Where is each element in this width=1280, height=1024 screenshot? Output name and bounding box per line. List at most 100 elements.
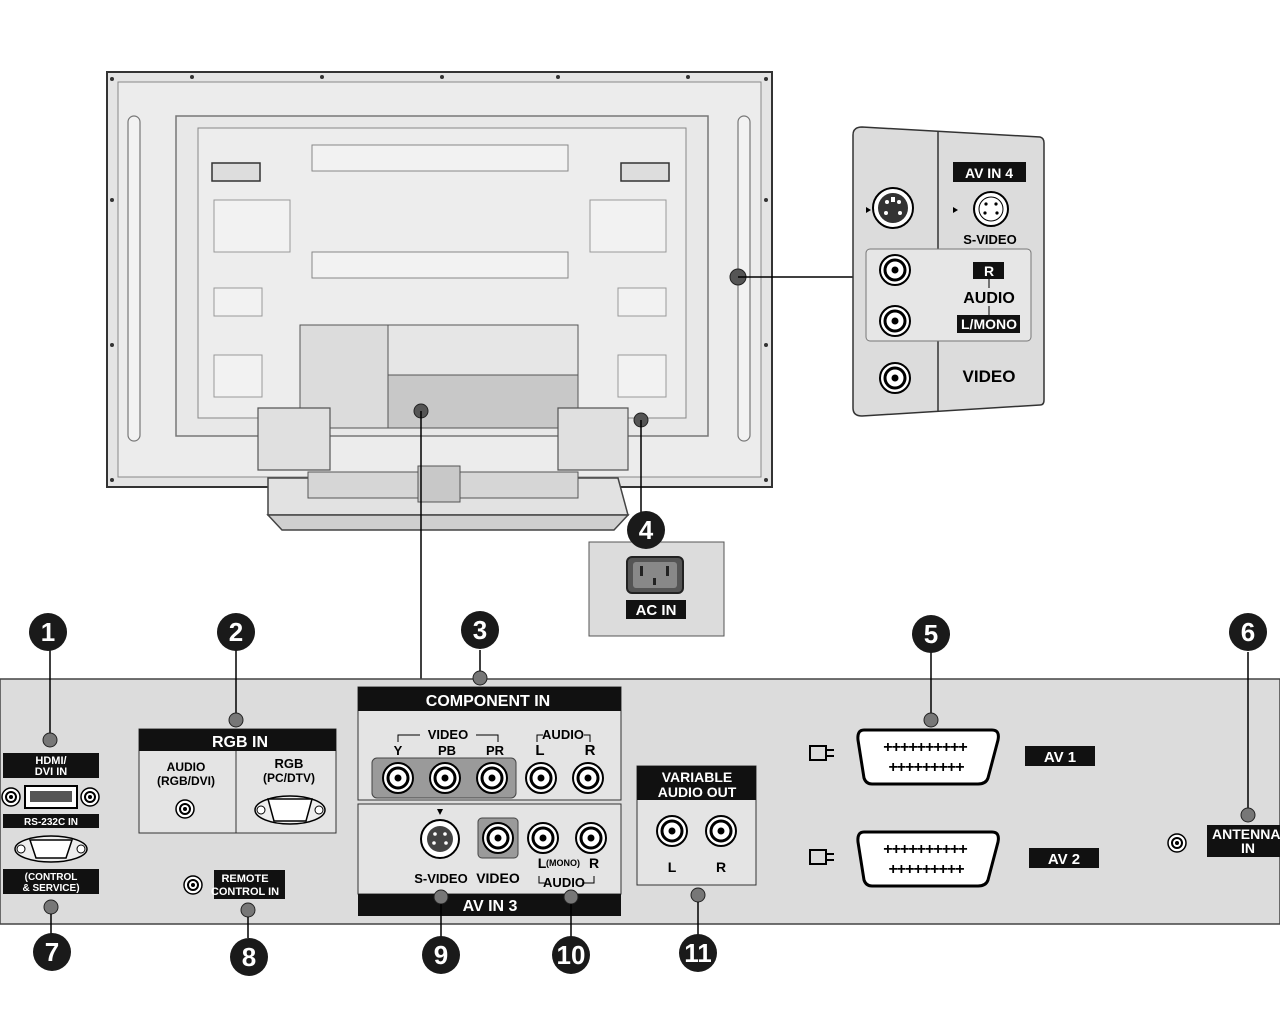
callout-5: 5 (912, 615, 950, 653)
svg-text:10: 10 (557, 940, 586, 970)
audio-r-jack-side[interactable] (878, 253, 912, 287)
var-audio-l-label: L (668, 859, 677, 875)
scart-group: ++++++++++ +++++++++ ++++++++++ ++++++++… (809, 652, 1099, 888)
av3-video-jack[interactable] (481, 821, 515, 855)
callout-9: 9 (422, 936, 460, 974)
av3-audio-r-jack[interactable] (574, 821, 608, 855)
callout-8: 8 (230, 938, 268, 976)
video-jack-side[interactable] (878, 361, 912, 395)
side-audio-label: AUDIO (963, 290, 1015, 307)
rs232-line2: & SERVICE) (22, 883, 79, 894)
callout-2: 2 (217, 613, 255, 651)
rgb-audio-jack[interactable] (175, 799, 195, 819)
scart-av2-port[interactable]: ++++++++++ +++++++++ (856, 830, 1000, 888)
svg-text:11: 11 (684, 938, 712, 968)
side-lmono-label: L/MONO (961, 316, 1017, 332)
av3-svideo-label: S-VIDEO (414, 871, 467, 886)
audio-l-jack-side[interactable] (878, 304, 912, 338)
rgb-in-label: RGB IN (212, 734, 268, 751)
hdmi-line1: HDMI/ (35, 755, 66, 767)
av-in-3-label: AV IN 3 (463, 898, 518, 915)
callout-3: 3 (461, 611, 499, 649)
hdmi-port[interactable] (24, 785, 78, 809)
av-in-3-group: AV IN 3 S-VIDEO VIDEO L (MONO) R AUDIO (357, 803, 622, 937)
vga-port[interactable] (254, 795, 326, 825)
rs232-line1: (CONTROL (25, 872, 78, 883)
var-audio-r-jack[interactable] (704, 814, 738, 848)
callout-11: 11 (679, 934, 717, 972)
av3-svideo-jack[interactable] (420, 819, 460, 859)
component-pb-label: PB (438, 743, 456, 758)
component-audio-label: AUDIO (542, 727, 584, 742)
remote-line1: REMOTE (221, 873, 268, 885)
av1-label: AV 1 (1044, 749, 1076, 766)
component-pr-label: PR (486, 743, 505, 758)
svideo-icon-side (973, 191, 1009, 227)
component-r-label: R (585, 742, 596, 759)
av3-l-label: L (538, 855, 547, 871)
antenna-group: ANTENNA IN (1167, 652, 1280, 857)
antenna-line2: IN (1241, 840, 1255, 856)
av-in-4-label: AV IN 4 (965, 165, 1013, 181)
component-in-group: COMPONENT IN VIDEO AUDIO Y PB PR L R (357, 650, 622, 801)
svg-text:+++++++++: +++++++++ (888, 861, 964, 878)
var-audio-line1: VARIABLE (662, 769, 733, 785)
svg-text:7: 7 (45, 937, 59, 967)
svideo-jack-side[interactable] (872, 187, 914, 229)
component-y-jack[interactable] (381, 761, 415, 795)
rgb-audio-line1: AUDIO (167, 760, 206, 774)
av2-label: AV 2 (1048, 851, 1080, 868)
svg-text:1: 1 (41, 617, 55, 647)
rs232-port[interactable] (14, 835, 88, 863)
rgb-in-group: RGB IN AUDIO (RGB/DVI) RGB (PC/DTV) (138, 650, 337, 834)
av3-audio-label: AUDIO (543, 875, 585, 890)
ac-in-panel: AC IN (588, 541, 725, 637)
svg-text:++++++++++: ++++++++++ (883, 841, 967, 858)
svg-text:++++++++++: ++++++++++ (883, 739, 967, 756)
callout-6: 6 (1229, 613, 1267, 651)
tv-back-illustration (106, 71, 773, 531)
av3-r-label: R (589, 855, 599, 871)
side-svideo-label: S-VIDEO (963, 232, 1016, 247)
antenna-jack[interactable] (1167, 833, 1187, 853)
callout-7: 7 (33, 933, 71, 971)
av-in-4-side-panel: AV IN 4 S-VIDEO R AUDIO L/MONO VIDEO (852, 126, 1045, 417)
component-audio-r-jack[interactable] (571, 761, 605, 795)
scart-av1-port[interactable]: ++++++++++ +++++++++ (856, 728, 1000, 786)
av3-mono-label: (MONO) (546, 858, 580, 868)
rgb-line1: RGB (275, 756, 304, 771)
scart-icon (809, 745, 834, 761)
callout-4: 4 (627, 511, 665, 549)
var-audio-r-label: R (716, 859, 726, 875)
side-r-label: R (984, 263, 994, 279)
component-audio-l-jack[interactable] (524, 761, 558, 795)
side-video-label: VIDEO (963, 367, 1016, 386)
var-audio-l-jack[interactable] (655, 814, 689, 848)
remote-control-jack[interactable] (183, 875, 203, 895)
svg-text:+++++++++: +++++++++ (888, 759, 964, 776)
svg-text:2: 2 (229, 617, 243, 647)
component-l-label: L (535, 742, 544, 759)
hdmi-rs232-group: HDMI/ DVI IN RS-232C IN (CONTROL & SERVI… (1, 650, 100, 935)
component-in-label: COMPONENT IN (426, 693, 550, 710)
svg-text:5: 5 (924, 619, 938, 649)
svg-text:8: 8 (242, 942, 256, 972)
component-y-label: Y (394, 743, 403, 758)
svg-text:9: 9 (434, 940, 448, 970)
av3-video-label: VIDEO (476, 870, 520, 886)
svg-text:6: 6 (1241, 617, 1255, 647)
var-audio-line2: AUDIO OUT (658, 784, 737, 800)
remote-control-group: REMOTE CONTROL IN (183, 870, 285, 938)
av3-audio-l-jack[interactable] (526, 821, 560, 855)
callout-1: 1 (29, 613, 67, 651)
rgb-line2: (PC/DTV) (263, 771, 315, 785)
antenna-line1: ANTENNA (1212, 826, 1280, 842)
component-pr-jack[interactable] (475, 761, 509, 795)
component-video-label: VIDEO (428, 727, 468, 742)
svg-text:4: 4 (639, 515, 654, 545)
svg-text:3: 3 (473, 615, 487, 645)
variable-audio-out-group: VARIABLE AUDIO OUT L R (636, 765, 757, 935)
component-pb-jack[interactable] (428, 761, 462, 795)
scart-icon (809, 849, 834, 865)
